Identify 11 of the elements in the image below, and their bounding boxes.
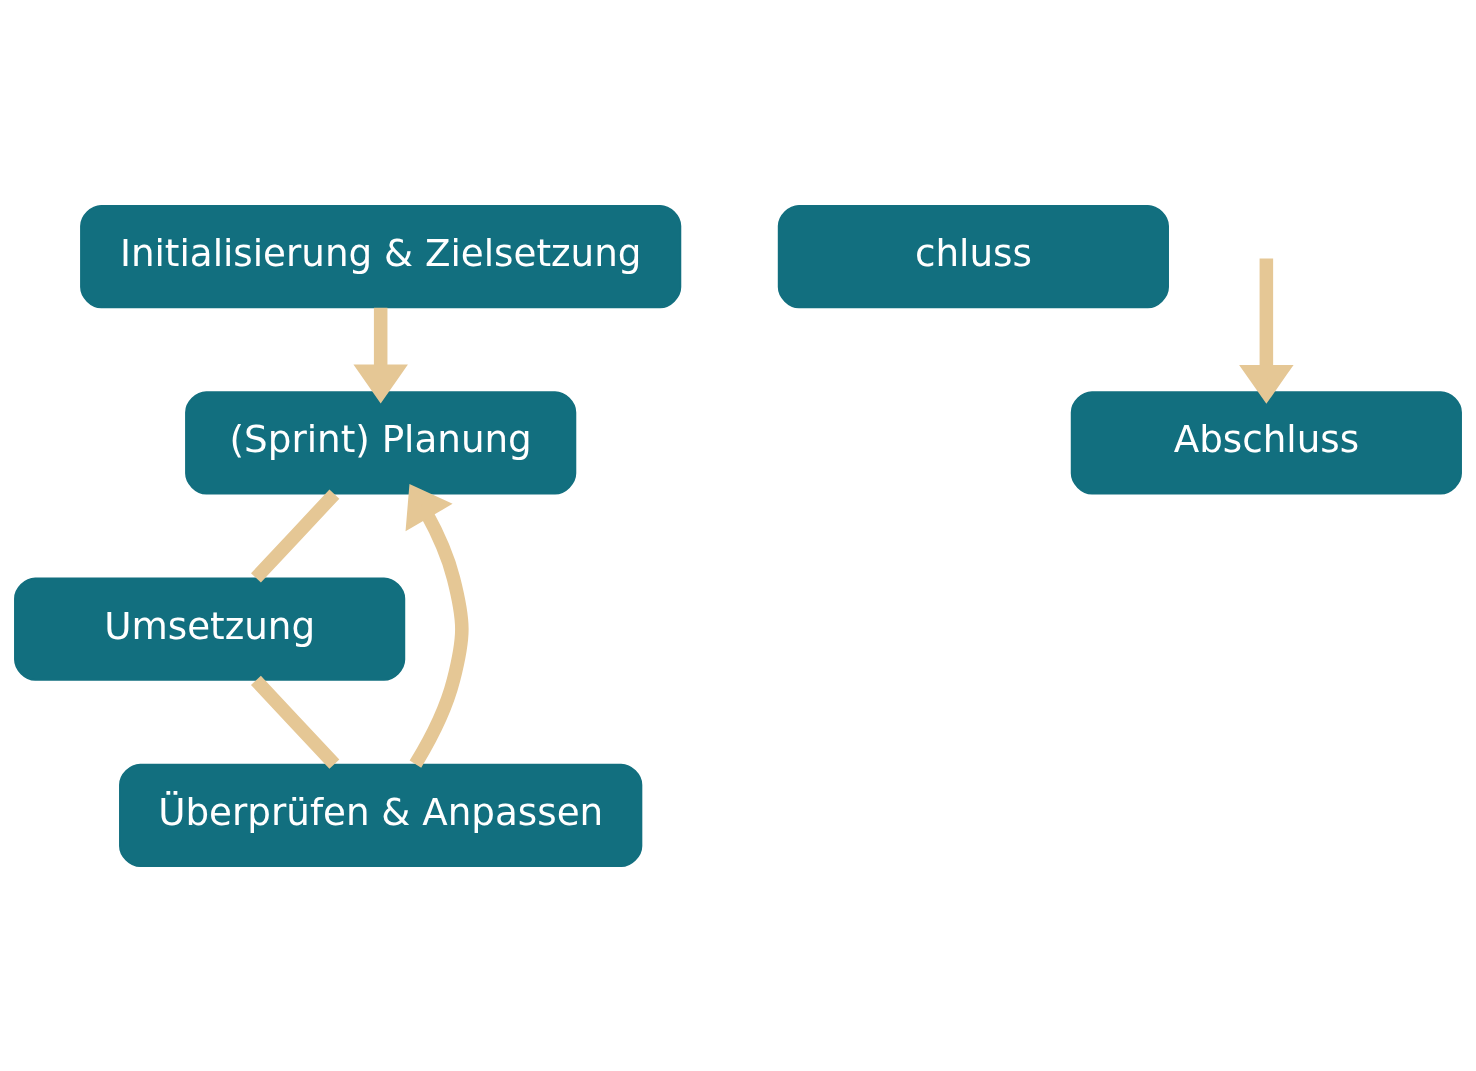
connector <box>251 488 340 583</box>
node-box: (Sprint) Planung <box>185 390 577 494</box>
node-box: Überprüfen & Anpassen <box>119 763 643 867</box>
node-box: Abschluss <box>1070 390 1462 494</box>
arrow <box>405 483 469 768</box>
arrow <box>353 307 408 403</box>
node-box: Initialisierung & Zielsetzung <box>80 204 682 308</box>
node-box: chluss <box>777 204 1169 308</box>
arrow <box>1239 257 1294 404</box>
connector <box>250 675 340 769</box>
node-box: Umsetzung <box>14 577 406 681</box>
